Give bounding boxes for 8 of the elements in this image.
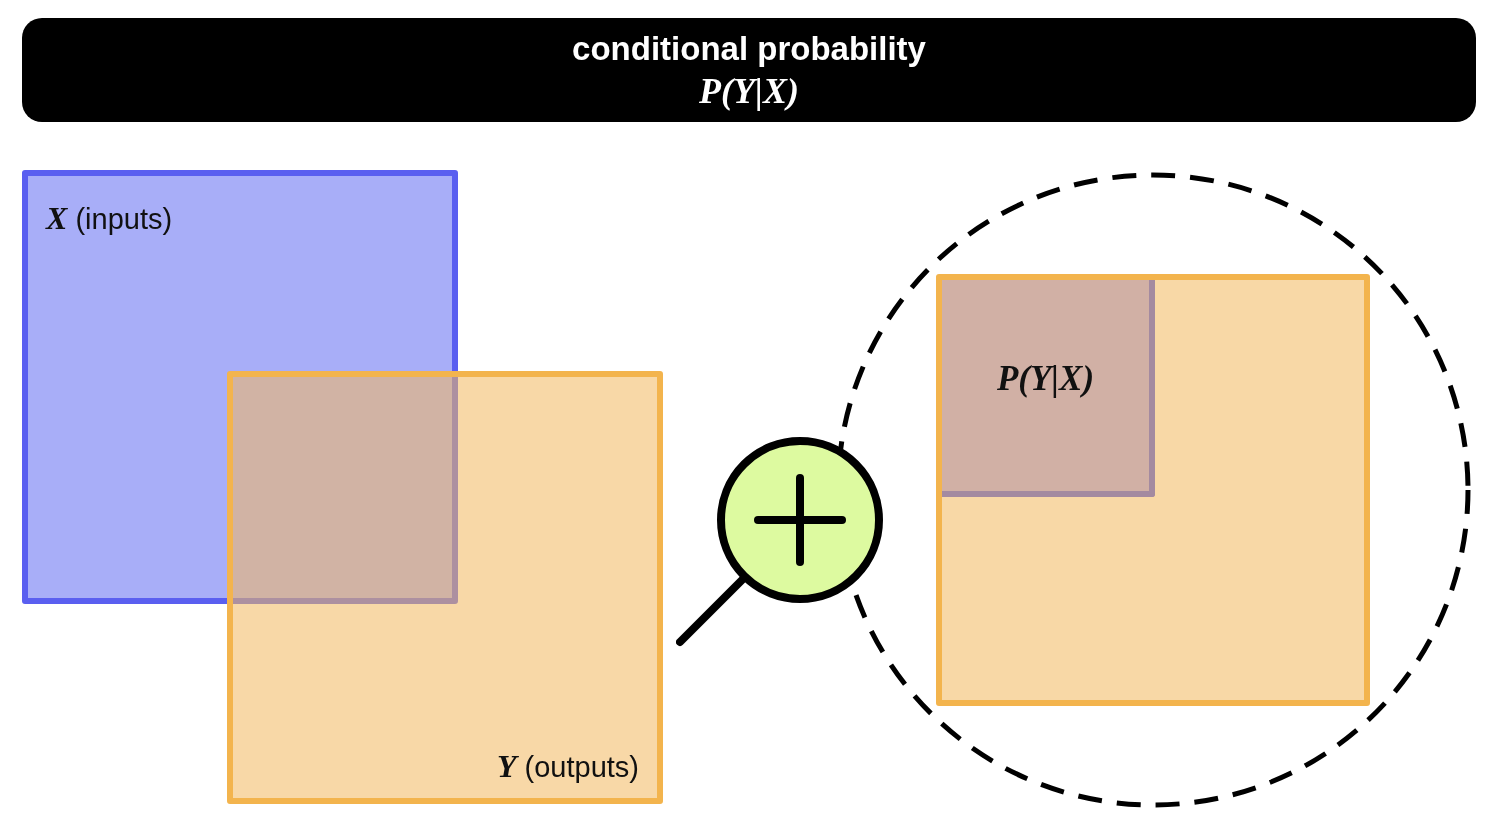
zoomed-output-box (936, 274, 1370, 706)
output-set-box (227, 371, 663, 804)
set-label: Y (outputs) (496, 749, 639, 784)
set-label: X (inputs) (46, 201, 173, 236)
input-set-box (22, 170, 458, 604)
title-banner: conditional probability P(Y|X) (22, 18, 1476, 122)
probability-label: P(Y|X) (995, 362, 1096, 396)
intersection-box (942, 280, 1155, 497)
